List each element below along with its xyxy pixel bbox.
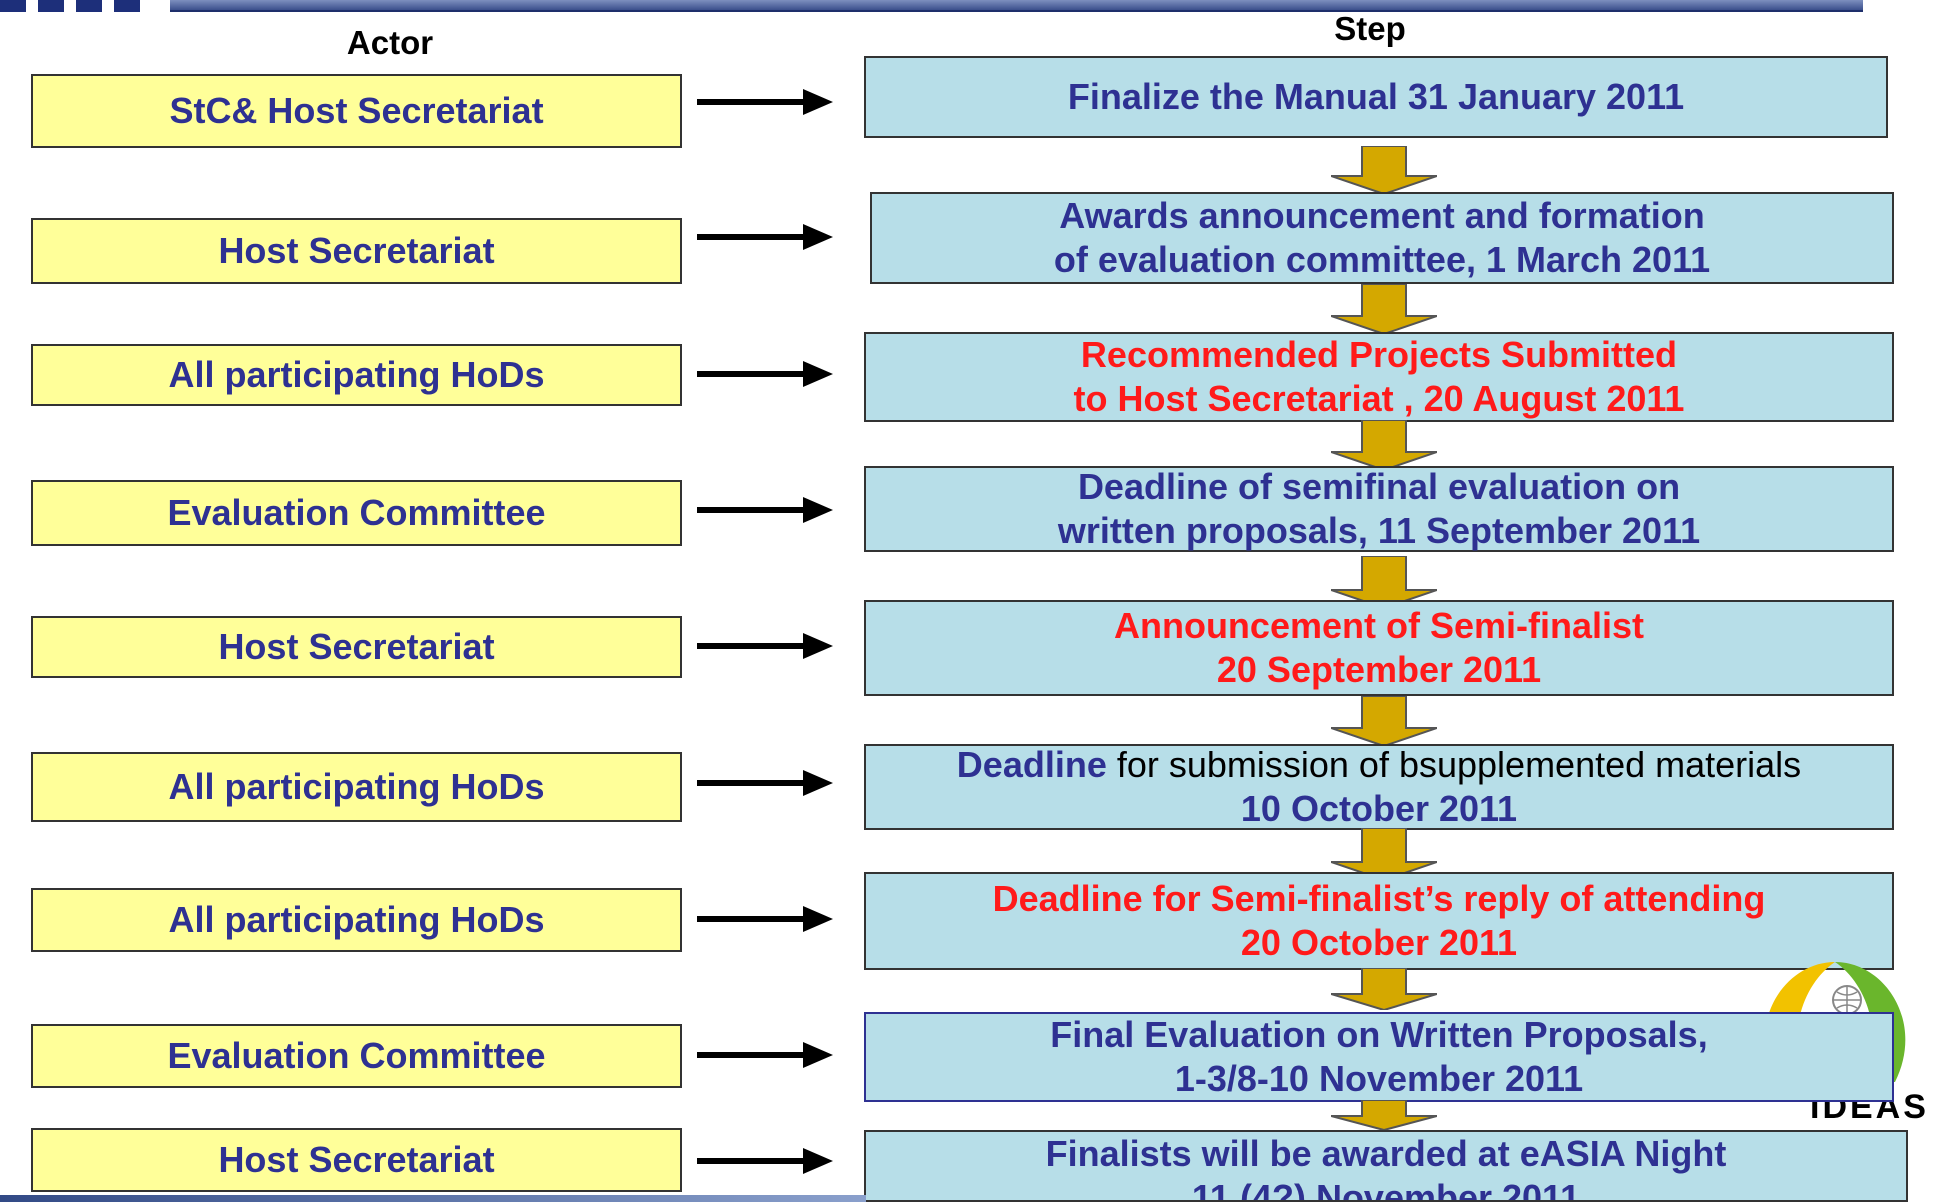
step-box: Recommended Projects Submitted to Host S…: [864, 332, 1894, 422]
title-bar: [170, 0, 1863, 12]
actor-label: Evaluation Committee: [167, 1035, 546, 1076]
step-line: Finalists will be awarded at eASIA Night: [1045, 1133, 1727, 1174]
right-arrow-icon: [697, 361, 833, 387]
right-arrow-icon: [697, 497, 833, 523]
actor-label: Host Secretariat: [218, 626, 495, 667]
step-box: Awards announcement and formation of eva…: [870, 192, 1894, 284]
down-arrow-icon: [1331, 146, 1437, 194]
right-arrow-icon: [697, 633, 833, 659]
step-line: 1-3/8-10 November 2011: [1174, 1058, 1584, 1099]
footer-bar: [0, 1195, 866, 1202]
actor-label: StC& Host Secretariat: [169, 90, 544, 131]
actor-box: All participating HoDs: [31, 752, 682, 822]
down-arrow-icon: [1331, 556, 1437, 608]
right-arrow-icon: [697, 89, 833, 115]
step-line: 10 October 2011: [1240, 788, 1518, 829]
down-arrow-icon: [1331, 696, 1437, 746]
step-box: Finalists will be awarded at eASIA Night…: [864, 1130, 1908, 1202]
down-arrow-icon: [1331, 828, 1437, 880]
down-arrow-icon: [1331, 1100, 1437, 1130]
step-line: written proposals, 11 September 2011: [1057, 510, 1701, 551]
step-box: Finalize the Manual 31 January 2011: [864, 56, 1888, 138]
step-line: Deadline for submission of bsupplemented…: [957, 743, 1801, 787]
actor-label: All participating HoDs: [168, 354, 545, 395]
down-arrow-icon: [1331, 420, 1437, 470]
organization-logo: [0, 0, 155, 12]
step-line: to Host Secretariat , 20 August 2011: [1073, 378, 1685, 419]
step-line: Awards announcement and formation: [1059, 195, 1705, 236]
step-line: 20 October 2011: [1240, 922, 1518, 963]
step-line: of evaluation committee, 1 March 2011: [1053, 239, 1711, 280]
right-arrow-icon: [697, 1042, 833, 1068]
step-box: Announcement of Semi-finalist 20 Septemb…: [864, 600, 1894, 696]
step-box: Deadline for submission of bsupplemented…: [864, 744, 1894, 830]
actor-label: Evaluation Committee: [167, 492, 546, 533]
step-line: Announcement of Semi-finalist: [1113, 605, 1645, 646]
actor-box: All participating HoDs: [31, 888, 682, 952]
step-line: Recommended Projects Submitted: [1080, 334, 1678, 375]
step-line: Final Evaluation on Written Proposals,: [1050, 1014, 1708, 1055]
step-line: Deadline for Semi-finalist’s reply of at…: [992, 878, 1766, 919]
actor-label: Host Secretariat: [218, 230, 495, 271]
actor-box: Host Secretariat: [31, 218, 682, 284]
right-arrow-icon: [697, 906, 833, 932]
down-arrow-icon: [1331, 968, 1437, 1010]
step-line: Finalize the Manual 31 January 2011: [1067, 76, 1685, 117]
actor-box: Evaluation Committee: [31, 1024, 682, 1088]
actor-box: StC& Host Secretariat: [31, 74, 682, 148]
actor-label: Host Secretariat: [218, 1139, 495, 1180]
step-box: Deadline for Semi-finalist’s reply of at…: [864, 872, 1894, 970]
right-arrow-icon: [697, 224, 833, 250]
step-line: 11 (4?) November 2011: [1191, 1177, 1581, 1202]
step-column-header: Step: [1334, 10, 1406, 47]
step-line: 20 September 2011: [1216, 649, 1542, 690]
actor-column-header: Actor: [346, 24, 434, 61]
step-box: Final Evaluation on Written Proposals, 1…: [864, 1012, 1894, 1102]
down-arrow-icon: [1331, 284, 1437, 334]
actor-box: Host Secretariat: [31, 1128, 682, 1192]
step-box: Deadline of semifinal evaluation on writ…: [864, 466, 1894, 552]
actor-box: Evaluation Committee: [31, 480, 682, 546]
right-arrow-icon: [697, 770, 833, 796]
step-line-rest: for submission of bsupplemented material…: [1106, 744, 1802, 785]
step-line-lead: Deadline: [956, 744, 1107, 785]
actor-box: All participating HoDs: [31, 344, 682, 406]
step-line: Deadline of semifinal evaluation on: [1077, 466, 1681, 507]
actor-box: Host Secretariat: [31, 616, 682, 678]
actor-label: All participating HoDs: [168, 899, 545, 940]
actor-label: All participating HoDs: [168, 766, 545, 807]
right-arrow-icon: [697, 1148, 833, 1174]
